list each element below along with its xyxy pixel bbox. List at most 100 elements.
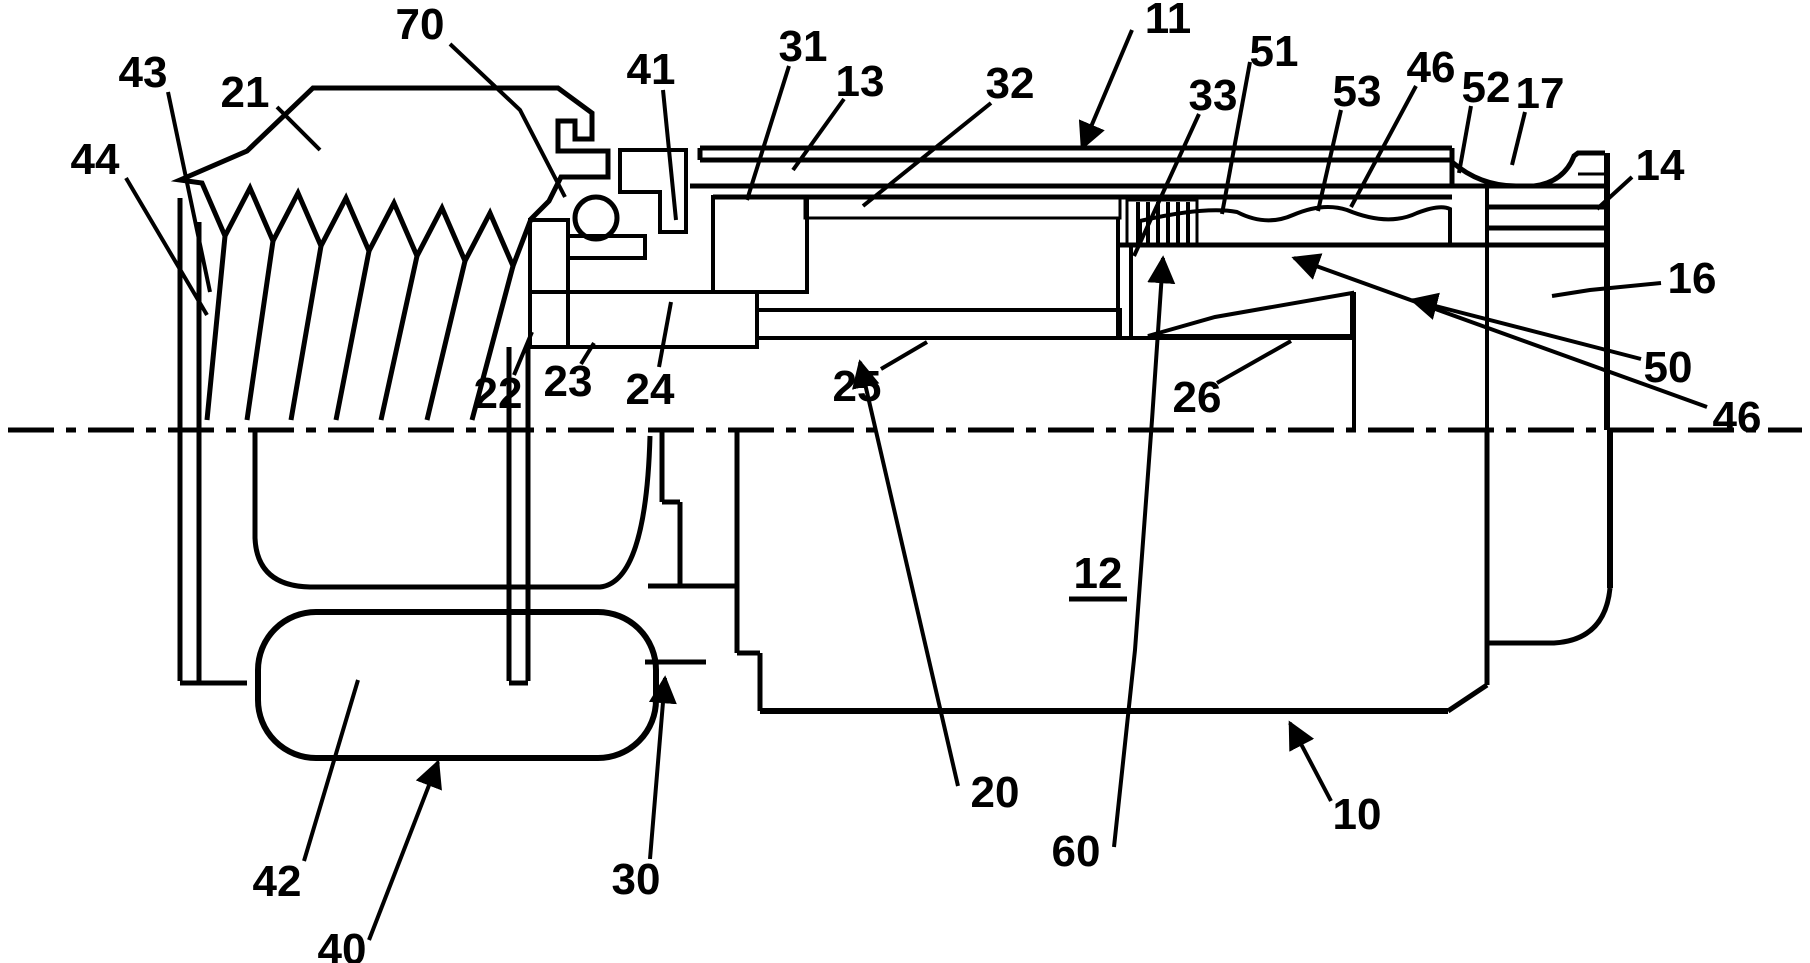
ref-label-12-24: 12 (1069, 549, 1127, 602)
leader-line-17 (1510, 111, 1527, 166)
clamp-ferrule-region (1125, 198, 1452, 247)
ref-number-30: 30 (612, 855, 661, 904)
ref-label-42-29: 42 (253, 679, 360, 906)
ref-number-51: 51 (1250, 27, 1299, 76)
ref-number-41: 41 (627, 45, 676, 94)
ref-number-22: 22 (474, 369, 523, 418)
ref-number-10: 10 (1333, 790, 1382, 839)
ref-label-51-10: 51 (1220, 27, 1299, 215)
ref-label-43-0: 43 (119, 48, 212, 293)
leader-line-13 (791, 97, 846, 172)
ref-number-43: 43 (119, 48, 168, 97)
ref-label-24-21: 24 (626, 301, 675, 414)
ref-label-53-11: 53 (1316, 67, 1382, 212)
ref-label-13-6: 13 (791, 57, 884, 172)
tube-outer-walls (690, 145, 1608, 200)
leader-line-20 (852, 359, 960, 787)
ref-label-32-7: 32 (861, 59, 1035, 208)
leader-line-46 (1349, 85, 1418, 208)
leader-line-41 (661, 89, 678, 221)
ref-label-30-28: 30 (612, 675, 677, 904)
leader-line-43 (166, 91, 212, 293)
bore-step-wall (1352, 186, 1489, 430)
ref-label-17-14: 17 (1510, 69, 1565, 166)
ref-number-17: 17 (1516, 69, 1565, 118)
ref-number-23: 23 (544, 357, 593, 406)
leader-line-40 (367, 759, 442, 941)
nut-crown-hatched (170, 85, 611, 273)
ref-label-23-20: 23 (544, 341, 596, 406)
ref-label-50-17: 50 (1409, 292, 1693, 392)
ref-number-33: 33 (1189, 71, 1238, 120)
ref-number-12: 12 (1074, 549, 1123, 598)
leader-line-53 (1316, 109, 1343, 212)
leader-line-60 (1112, 255, 1176, 848)
ref-number-11: 11 (1145, 0, 1192, 43)
ref-number-50: 50 (1644, 343, 1693, 392)
nut-thread-flanks (204, 235, 516, 421)
ref-number-25: 25 (833, 362, 882, 411)
retaining-ball (572, 194, 620, 242)
leader-line-16 (1551, 281, 1662, 298)
ref-number-60: 60 (1052, 827, 1101, 876)
leader-line-32 (861, 101, 993, 208)
part-23-block (528, 218, 570, 349)
post-section-parts (528, 195, 1354, 349)
port-lower-corner (1487, 587, 1613, 646)
ball-shelf (566, 234, 647, 260)
nut-silhouette (252, 430, 653, 590)
ref-label-41-4: 41 (627, 45, 678, 221)
part-31-block (711, 195, 809, 294)
post-bottom-wall (755, 308, 1122, 340)
ref-label-25-22: 25 (833, 340, 929, 411)
hook-flange-hatched (618, 148, 688, 234)
nut-shell-walls (177, 198, 531, 686)
part-32-strip (803, 195, 1122, 220)
ref-label-60-26: 60 (1052, 255, 1176, 876)
ref-label-22-19: 22 (474, 331, 534, 418)
leader-line-31 (745, 65, 791, 201)
ref-label-11-8: 11 (1078, 0, 1192, 151)
body-12-outline (734, 430, 1490, 714)
leader-line-21 (275, 105, 322, 152)
ref-label-14-15: 14 (1595, 141, 1685, 211)
ref-label-21-1: 21 (221, 68, 322, 152)
stem-and-steps (645, 430, 737, 665)
ref-label-31-5: 31 (745, 22, 827, 201)
ref-number-21: 21 (221, 68, 270, 117)
part-24-slab (528, 290, 759, 349)
part-26-wedge (1147, 290, 1354, 338)
ref-label-52-13: 52 (1457, 63, 1511, 174)
part-33-vertical-stripes (1136, 202, 1190, 243)
leader-line-52 (1457, 105, 1473, 174)
ref-number-53: 53 (1333, 67, 1382, 116)
ref-number-32: 32 (986, 59, 1035, 108)
leader-line-26 (1216, 339, 1292, 385)
leader-line-51 (1220, 61, 1252, 215)
leader-line-70 (448, 42, 567, 198)
ferrule-hatched-band (1138, 204, 1452, 247)
ref-number-52: 52 (1462, 63, 1511, 112)
ref-number-14: 14 (1636, 141, 1685, 190)
leader-line-33 (1132, 113, 1201, 257)
ref-label-10-27: 10 (1288, 720, 1382, 839)
leader-line-44 (124, 176, 209, 317)
cable-tube (690, 145, 1608, 200)
ref-number-42: 42 (253, 857, 302, 906)
interface-bore-lines (1118, 204, 1607, 248)
leader-line-14 (1595, 175, 1634, 211)
ref-number-26: 26 (1173, 373, 1222, 422)
body-neck-profile (1450, 150, 1605, 189)
leader-line-42 (302, 679, 360, 862)
leader-line-11 (1078, 29, 1134, 151)
ref-number-46: 46 (1407, 43, 1456, 92)
leader-line-46 (1291, 253, 1708, 409)
leader-line-30 (648, 675, 677, 860)
ref-number-44: 44 (71, 135, 120, 184)
ref-label-44-2: 44 (71, 135, 209, 317)
ref-number-46: 46 (1713, 393, 1762, 442)
leader-line-22 (512, 331, 534, 376)
ref-label-40-30: 40 (318, 759, 442, 963)
